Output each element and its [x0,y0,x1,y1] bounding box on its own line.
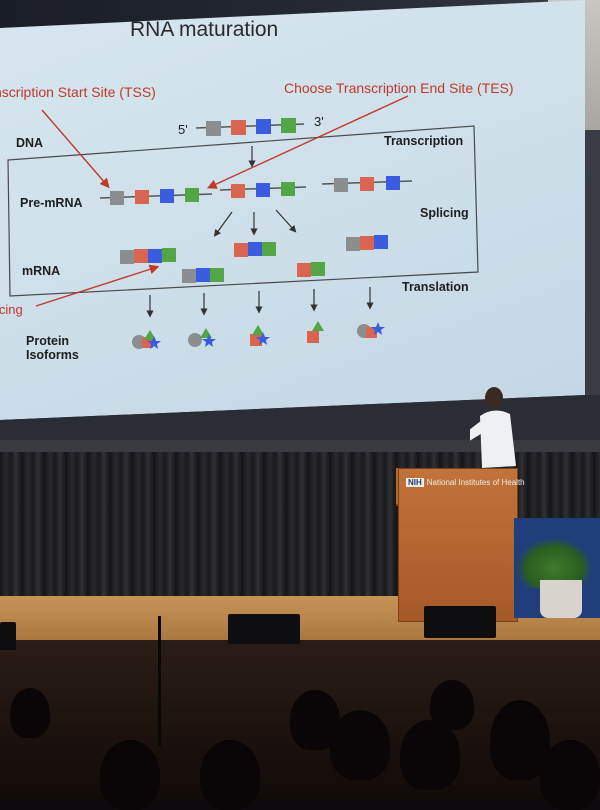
mrna-isoform-5 [346,235,388,251]
mrna-isoform-2 [182,268,224,283]
presenter [470,387,516,468]
dna-exon-blue [256,119,271,134]
splicing-label: Splicing [420,206,469,220]
mrna-isoform-4 [297,262,325,277]
tes-label: Choose Transcription End Site (TES) [284,80,514,96]
slide-title: RNA maturation [130,18,279,41]
transcription-label: Transcription [384,134,464,148]
podium [398,468,518,622]
five-prime-label: 5' [178,122,188,137]
slide-diagram [7,95,479,349]
splicing-arrow [35,264,160,307]
mrna-label: mRNA [22,264,61,278]
premrna-label: Pre-mRNA [20,196,83,210]
podium-org-name: National Institutes of Health [426,478,525,487]
tss-arrow [41,109,110,189]
tes-arrow [206,95,409,189]
tss-label: nscription Start Site (TSS) [0,84,156,100]
splicing-cut-label: icing [0,302,23,317]
protein-isoform-1 [132,330,161,349]
stage-monitor-2 [228,614,300,644]
dna-exon-red [231,120,246,135]
plant [516,538,592,588]
mrna-isoform-1 [120,248,176,264]
protein-isoform-5 [357,322,385,338]
premrna-1 [99,188,213,205]
nih-logo: NIH [406,478,424,487]
plant-pot [540,580,582,618]
translation-label: Translation [402,280,469,294]
protein-isoform-2 [188,328,216,347]
projection-screen: RNA maturation nscription Start Site (TS… [0,0,585,420]
mic-stand [158,616,161,746]
protein-isoform-4 [307,321,324,343]
mrna-isoform-3 [234,242,276,257]
dna-strand [195,118,305,136]
protein-label-line1: Protein [26,334,70,348]
premrna-2 [219,182,307,198]
stage-monitor-3 [424,606,496,638]
three-prime-label: 3' [314,114,324,129]
protein-isoform-3 [250,325,270,346]
protein-label-line2: Isoforms [26,348,79,362]
dna-exon-green [281,118,296,133]
dna-label: DNA [16,136,44,150]
dna-exon-gray [206,121,221,136]
audience [0,680,600,810]
stage-monitor-1 [0,622,16,650]
premrna-3 [321,176,413,192]
protein-isoforms-label: Protein Isoforms [26,334,79,362]
